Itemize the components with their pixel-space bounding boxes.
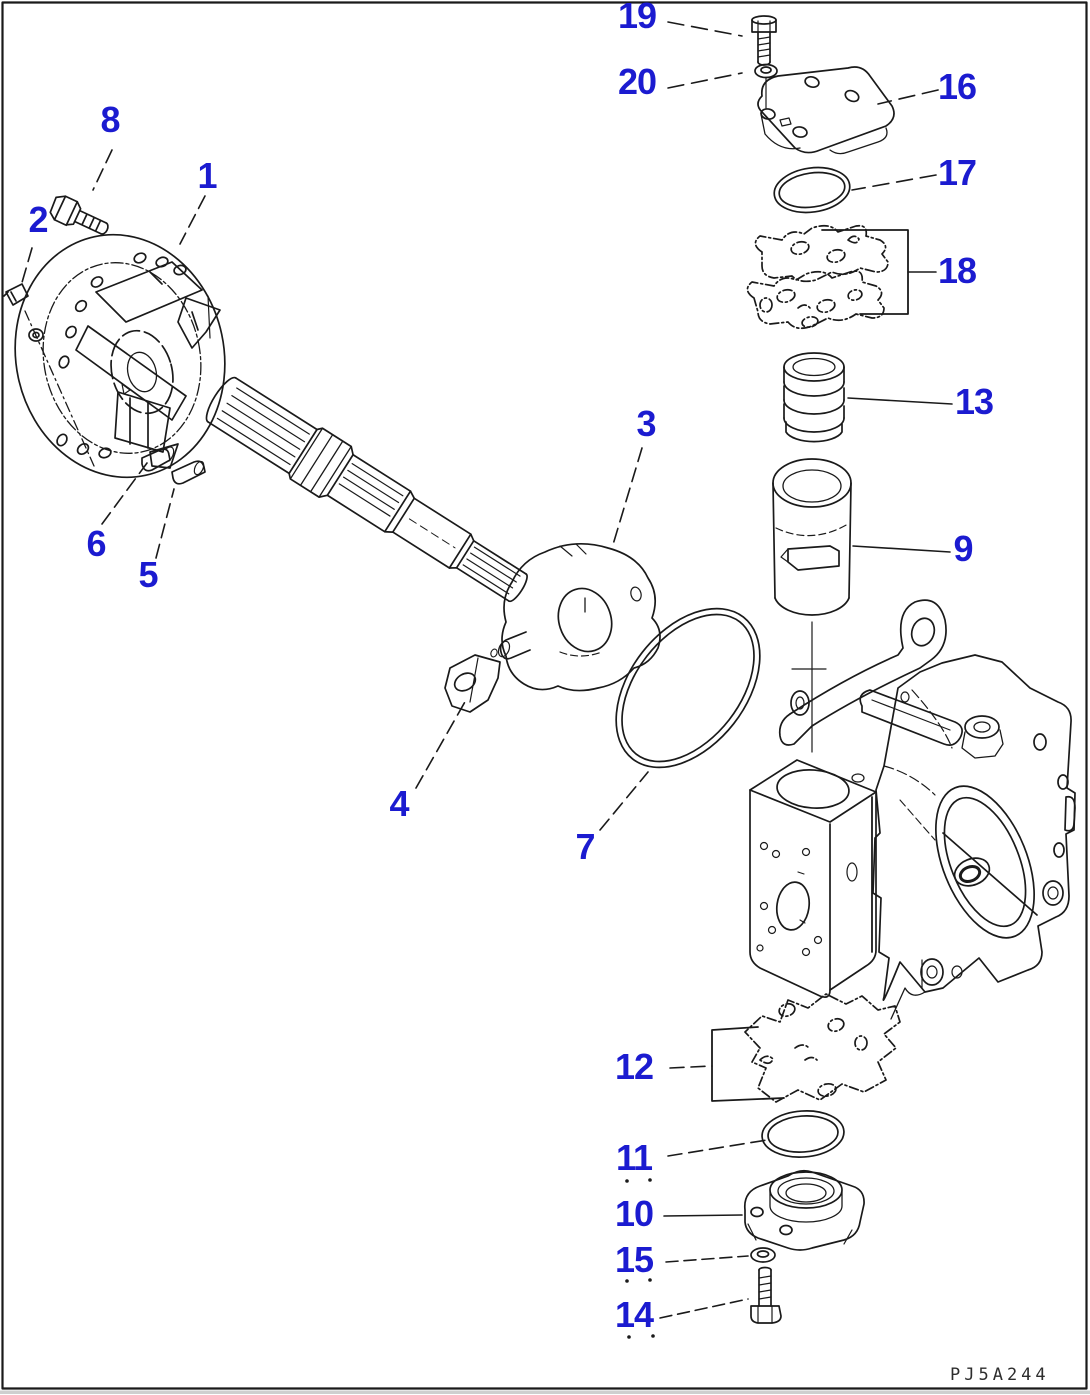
callout-11: 11 [615, 1137, 653, 1178]
drive-shaft [205, 376, 528, 603]
part-2-screw [3, 283, 95, 467]
callout-14: 14 [614, 1294, 654, 1335]
callout-18: 18 [937, 250, 977, 291]
part-13-spring [783, 352, 845, 443]
part-17-o-ring [773, 166, 851, 214]
callout-12: 12 [614, 1046, 654, 1087]
part-18-gaskets [746, 224, 889, 330]
callout-16: 16 [937, 66, 977, 107]
part-5-pin [171, 460, 206, 485]
leader-lines [20, 21, 953, 1319]
part-9-sleeve [772, 458, 852, 753]
callout-1: 1 [197, 155, 217, 196]
callout-2: 2 [28, 199, 48, 240]
callout-17: 17 [937, 152, 977, 193]
part-10-flange [743, 1169, 865, 1251]
part-7-o-ring [615, 607, 761, 769]
housing-body [749, 599, 1076, 1020]
part-8-bolt [49, 195, 109, 235]
callout-3: 3 [636, 403, 656, 444]
callout-7: 7 [575, 826, 595, 867]
part-15-washer [750, 1247, 776, 1263]
part-11-o-ring [761, 1110, 845, 1158]
callout-9: 9 [953, 528, 973, 569]
callout-20: 20 [617, 61, 657, 102]
part-18-bracket [821, 229, 909, 315]
part-14-bolt [750, 1266, 782, 1324]
callout-13: 13 [954, 381, 994, 422]
part-12-gasket [744, 993, 901, 1103]
callout-5: 5 [138, 554, 158, 595]
callout-8: 8 [100, 99, 120, 140]
part-1-flange-case [14, 233, 226, 479]
part-12-bracket [711, 1026, 785, 1102]
part-19-bolt [751, 15, 777, 66]
part-3-cradle [490, 543, 661, 692]
figure-code: PJ5A244 [950, 1365, 1050, 1385]
part-4-stopper [444, 654, 501, 713]
callout-dots [625, 1178, 655, 1339]
callout-10: 10 [614, 1193, 654, 1234]
callout-4: 4 [389, 783, 409, 824]
callout-19: 19 [617, 0, 657, 36]
callout-6: 6 [86, 523, 106, 564]
callout-15: 15 [614, 1239, 654, 1280]
part-16-cover [757, 66, 895, 155]
